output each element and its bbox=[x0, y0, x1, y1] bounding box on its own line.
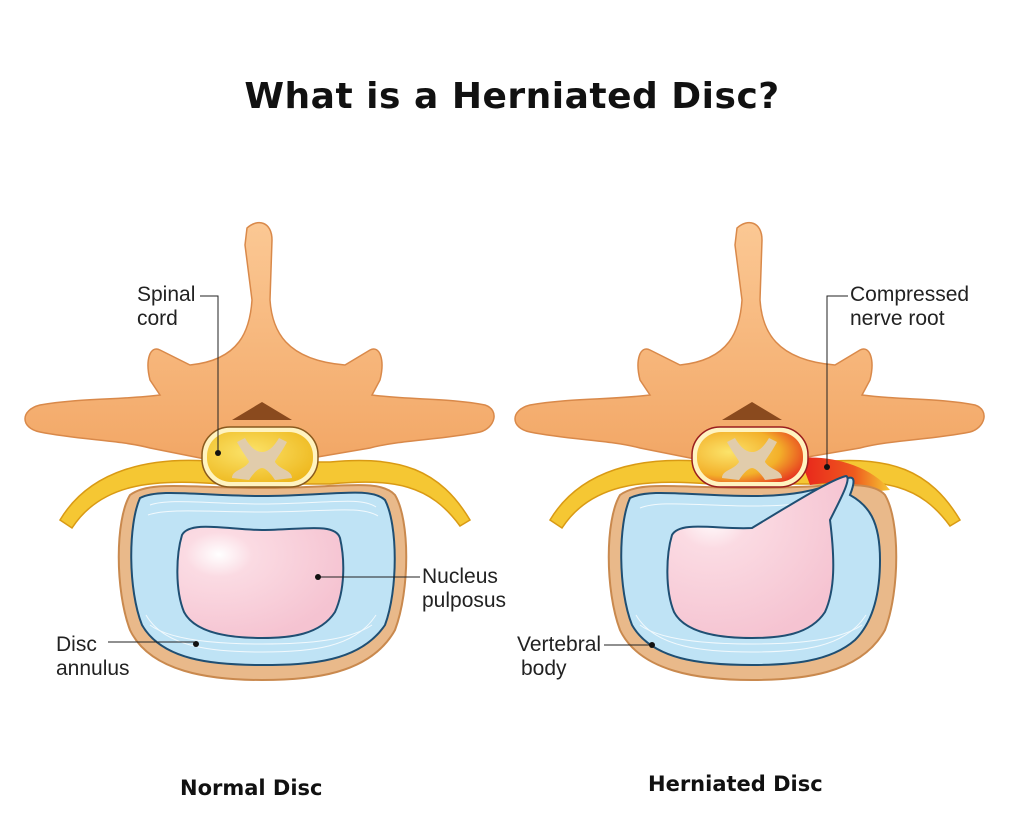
label-disc-annulus: Disc annulus bbox=[56, 633, 130, 681]
label-line: Disc bbox=[56, 633, 97, 656]
caption-herniated-disc: Herniated Disc bbox=[648, 772, 823, 796]
label-line: annulus bbox=[56, 657, 130, 680]
label-line: cord bbox=[137, 307, 178, 330]
label-line: body bbox=[521, 657, 567, 680]
label-spinal-cord: Spinal cord bbox=[137, 283, 195, 331]
normal-disc-illustration bbox=[24, 221, 495, 682]
page-title: What is a Herniated Disc? bbox=[244, 76, 780, 117]
caption-normal-disc: Normal Disc bbox=[180, 776, 323, 800]
label-line: nerve root bbox=[850, 307, 945, 330]
label-line: Vertebral bbox=[517, 633, 602, 656]
label-line: Compressed bbox=[850, 283, 970, 306]
label-nucleus-pulposus: Nucleus pulposus bbox=[422, 565, 506, 613]
label-line: Spinal bbox=[137, 283, 196, 306]
label-compressed-nerve-root: Compressed nerve root bbox=[850, 283, 969, 331]
label-vertebral-body: Vertebral body bbox=[517, 633, 601, 681]
herniated-disc-illustration bbox=[514, 221, 985, 682]
label-line: Nucleus bbox=[422, 565, 498, 588]
label-line: pulposus bbox=[422, 589, 507, 612]
